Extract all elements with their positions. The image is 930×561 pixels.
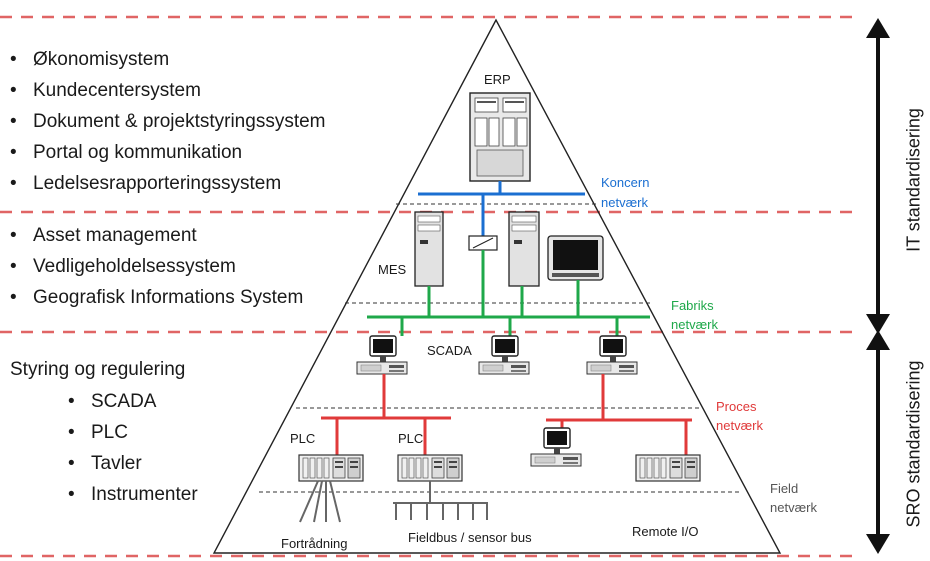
list-item: Kundecentersystem xyxy=(10,75,326,106)
remote-io-label: Remote I/O xyxy=(632,524,699,539)
field-wiring xyxy=(299,480,341,523)
scada-workstation-icon-1 xyxy=(356,335,408,375)
mes-label: MES xyxy=(378,262,407,277)
control-title: Styring og regulering xyxy=(10,359,186,380)
erp-server-icon xyxy=(469,92,531,182)
koncern-network xyxy=(418,181,585,243)
wiring-label: Fortrådning xyxy=(281,536,348,551)
remote-io-icon xyxy=(635,454,701,482)
it-standardization-label: IT standardisering xyxy=(903,108,924,252)
control-list: SCADA PLC Tavler Instrumenter xyxy=(68,386,198,510)
sro-standardization-label: SRO standardisering xyxy=(903,360,924,528)
list-item: Instrumenter xyxy=(68,479,198,510)
mes-systems-list: Asset management Vedligeholdelsessystem … xyxy=(10,220,303,313)
erp-label: ERP xyxy=(484,72,511,87)
sro-scope-arrow xyxy=(866,330,890,554)
list-item: SCADA xyxy=(68,386,198,417)
scada-workstation-icon-2 xyxy=(478,335,530,375)
list-item: Portal og kommunikation xyxy=(10,137,326,168)
fieldbus-label: Fieldbus / sensor bus xyxy=(408,530,532,545)
pyramid-level-lines xyxy=(259,203,742,493)
mes-server-icon xyxy=(414,211,444,287)
list-item: Ledelsesrapporteringssystem xyxy=(10,168,326,199)
field-workstation-icon xyxy=(530,427,582,467)
list-item: Asset management xyxy=(10,220,303,251)
plc-label-right: PLC xyxy=(398,431,424,446)
it-systems-list: Økonomisystem Kundecentersystem Dokument… xyxy=(10,44,326,199)
list-item: Dokument & projektstyringssystem xyxy=(10,106,326,137)
plc-icon-right xyxy=(397,454,463,482)
pyramid-outline xyxy=(212,18,782,554)
list-item: PLC xyxy=(68,417,198,448)
fabriks-network xyxy=(367,250,650,336)
list-item: Økonomisystem xyxy=(10,44,326,75)
it-scope-arrow xyxy=(866,18,890,334)
scada-workstation-icon-3 xyxy=(586,335,638,375)
mes-terminal-icon xyxy=(547,235,604,281)
list-item: Tavler xyxy=(68,448,198,479)
mes-server-icon-2 xyxy=(508,211,540,287)
list-item: Vedligeholdelsessystem xyxy=(10,251,303,282)
scada-label: SCADA xyxy=(427,343,472,358)
fieldbus-line xyxy=(393,481,488,520)
plc-label-left: PLC xyxy=(290,431,316,446)
list-item: Geografisk Informations System xyxy=(10,282,303,313)
proces-network xyxy=(321,374,692,455)
firewall-icon xyxy=(468,235,498,251)
plc-icon-left xyxy=(298,454,364,482)
